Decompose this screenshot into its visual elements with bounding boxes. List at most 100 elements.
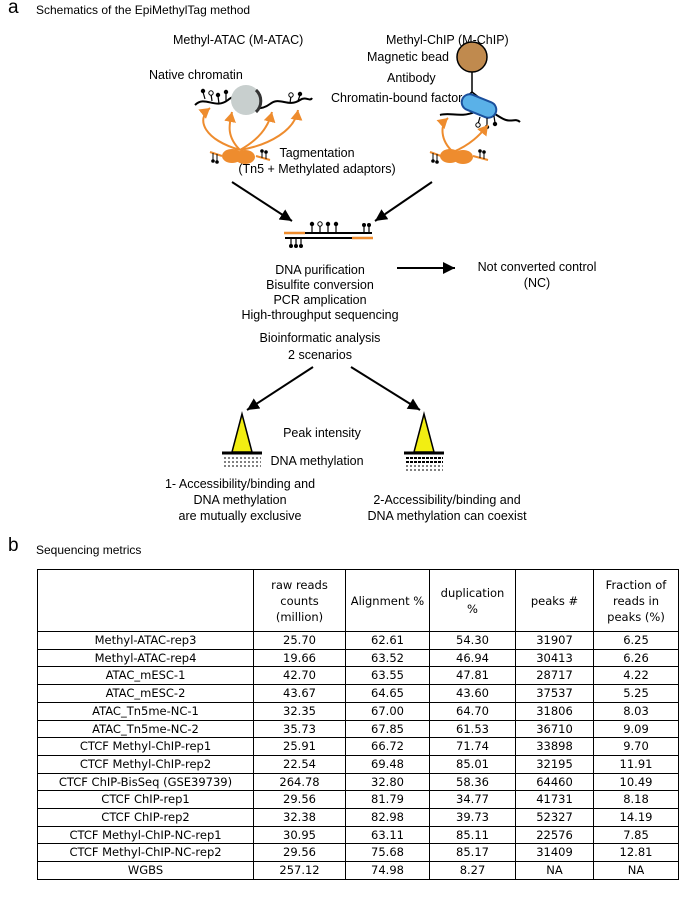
cell-peaks: 41731 [515,790,594,810]
cell-frip: 9.70 [593,737,679,756]
cell-sample: WGBS [37,861,254,880]
cell-alignment: 63.11 [345,825,430,845]
cell-peaks: 33898 [515,737,594,756]
cell-peaks: 36710 [515,719,594,739]
cell-duplication: 71.74 [429,737,516,756]
cell-raw-reads: 42.70 [253,666,346,686]
cell-alignment: 67.00 [345,701,430,721]
cell-sample: Methyl-ATAC-rep4 [37,648,254,668]
antibody-label: Antibody [387,71,436,85]
nc-label-abbrev: (NC) [523,276,551,290]
cell-alignment: 82.98 [345,808,430,827]
cell-raw-reads: 19.66 [253,648,346,668]
cell-alignment: 74.98 [345,861,430,880]
cell-raw-reads: 30.95 [253,825,346,845]
scenario1-peak-icon [222,411,262,467]
cell-alignment: 81.79 [345,790,430,810]
cell-duplication: 54.30 [429,631,516,650]
step-bisulfite: Bisulfite conversion [266,278,374,292]
cell-duplication: 85.11 [429,825,516,845]
cell-alignment: 66.72 [345,737,430,756]
arrow-scenario-2 [350,366,421,411]
scenario1-line1: 1- Accessibility/binding and [164,477,316,491]
magnetic-bead-icon [456,41,488,73]
cell-raw-reads: 264.78 [253,772,346,792]
native-chromatin-label: Native chromatin [149,68,243,82]
cell-frip: 12.81 [593,843,679,863]
cell-alignment: 67.85 [345,719,430,739]
table-header-row: raw reads counts (million) Alignment % d… [37,569,679,632]
scenario1-line3: are mutually exclusive [178,509,302,523]
header-sample [37,569,254,632]
chromatin-factor-label: Chromatin-bound factor [331,91,463,105]
cell-peaks: 31409 [515,843,594,863]
tagmentation-label: Tagmentation [279,146,355,160]
cell-frip: 4.22 [593,666,679,686]
scenario1-line2: DNA methylation [193,493,287,507]
arrow-left-to-fragment [231,181,293,222]
step-dna-purification: DNA purification [275,263,365,277]
step-pcr: PCR amplication [273,293,367,307]
step-sequencing: High-throughput sequencing [241,308,399,322]
tn5-right-icon [429,149,489,164]
cell-alignment: 62.61 [345,631,430,650]
methyl-chip-illustration [429,41,521,164]
cell-frip: 6.25 [593,631,679,650]
cell-raw-reads: 32.35 [253,701,346,721]
cell-sample: ATAC_Tn5me-NC-1 [37,701,254,721]
cell-alignment: 63.55 [345,666,430,686]
cell-raw-reads: 35.73 [253,719,346,739]
cell-peaks: NA [515,861,594,880]
tagmentation-detail: (Tn5 + Methylated adaptors) [238,162,396,176]
nucleosome-icon [231,85,261,115]
cell-frip: 6.26 [593,648,679,668]
header-peaks: peaks # [515,569,594,632]
cell-sample: CTCF Methyl-ChIP-NC-rep1 [37,825,254,845]
cell-alignment: 69.48 [345,754,430,774]
cell-peaks: 28717 [515,666,594,686]
cell-peaks: 64460 [515,772,594,792]
scenarios-label: 2 scenarios [288,348,352,362]
cell-raw-reads: 32.38 [253,808,346,827]
cell-peaks: 37537 [515,684,594,703]
cell-peaks: 52327 [515,808,594,827]
header-raw-reads: raw reads counts (million) [253,569,346,632]
native-chromatin-illustration [194,85,313,164]
header-alignment: Alignment % [345,569,430,632]
cell-peaks: 30413 [515,648,594,668]
cell-sample: Methyl-ATAC-rep3 [37,631,254,650]
cell-duplication: 58.36 [429,772,516,792]
cell-raw-reads: 25.70 [253,631,346,650]
cell-duplication: 43.60 [429,684,516,703]
cell-frip: 5.25 [593,684,679,703]
scenario2-line2: DNA methylation can coexist [367,509,527,523]
scenario2-line1: 2-Accessibility/binding and [373,493,521,507]
cell-frip: 8.03 [593,701,679,721]
cell-frip: NA [593,861,679,880]
cell-raw-reads: 29.56 [253,790,346,810]
cell-sample: ATAC_mESC-2 [37,684,254,703]
arrow-scenario-1 [246,366,314,411]
bioinformatic-label: Bioinformatic analysis [259,331,381,345]
cell-peaks: 32195 [515,754,594,774]
peak-intensity-label: Peak intensity [283,426,361,440]
cell-duplication: 39.73 [429,808,516,827]
header-duplication: duplication % [429,569,516,632]
scenario2-peak-icon [404,411,444,471]
cell-sample: ATAC_mESC-1 [37,666,254,686]
cell-sample: CTCF Methyl-ChIP-NC-rep2 [37,843,254,863]
cell-duplication: 64.70 [429,701,516,721]
cell-raw-reads: 25.91 [253,737,346,756]
cell-raw-reads: 22.54 [253,754,346,774]
cell-raw-reads: 257.12 [253,861,346,880]
